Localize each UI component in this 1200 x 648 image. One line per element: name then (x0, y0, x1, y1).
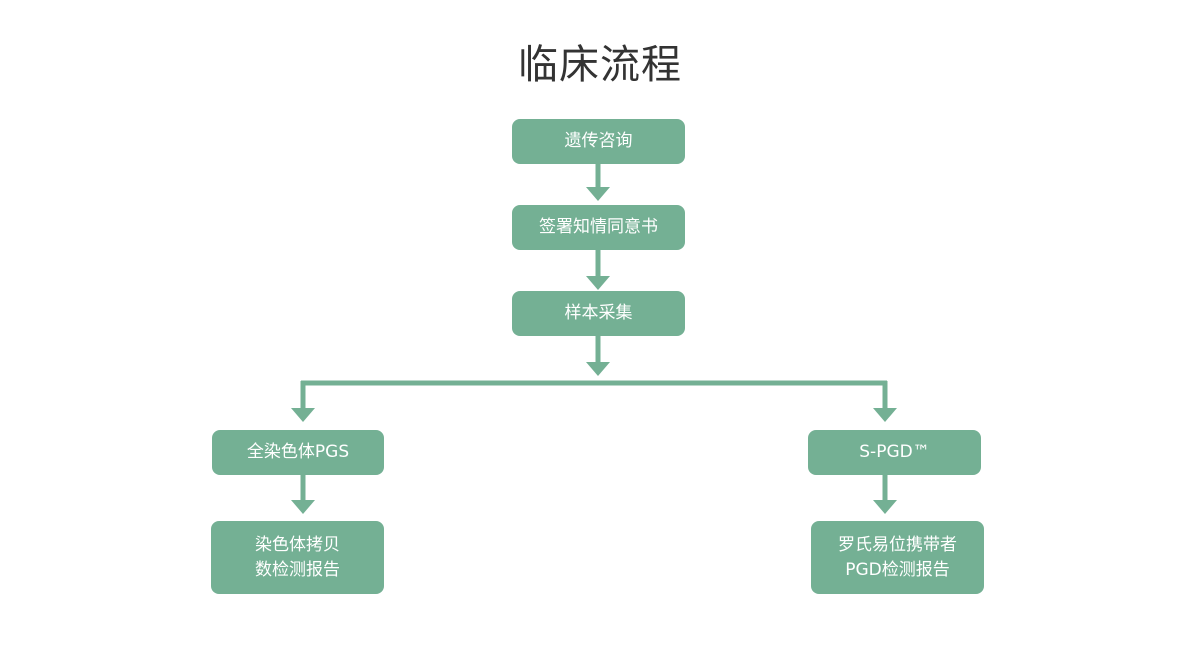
arrowhead-pgs-report (291, 500, 315, 514)
step-pgs: 全染色体PGS (212, 430, 384, 475)
step-spgd-label: S-PGD™ (859, 442, 930, 462)
step-pgs-report: 染色体拷贝 数检测报告 (211, 521, 384, 594)
step-pgs-report-line-2: 数检测报告 (255, 559, 340, 580)
step-pgs-report-line-1: 染色体拷贝 (255, 534, 340, 555)
arrowhead-pgs (291, 408, 315, 422)
arrowhead-spgd (873, 408, 897, 422)
arrowhead-spgd-report (873, 500, 897, 514)
arrowhead-consent (586, 187, 610, 201)
page-title: 临床流程 (518, 42, 682, 88)
step-informed-consent: 签署知情同意书 (512, 205, 685, 250)
step-pgs-label: 全染色体PGS (246, 442, 350, 462)
step-sample-collection: 样本采集 (512, 291, 685, 336)
arrowhead-branch (586, 362, 610, 376)
step-genetic-counseling-label: 遗传咨询 (564, 131, 633, 151)
step-spgd: S-PGD™ (808, 430, 981, 475)
step-spgd-report-line-1: 罗氏易位携带者 (838, 534, 957, 555)
arrowhead-sampling (586, 276, 610, 290)
step-sample-collection-label: 样本采集 (564, 303, 633, 323)
step-spgd-report: 罗氏易位携带者 PGD检测报告 (811, 521, 984, 594)
step-spgd-report-line-2: PGD检测报告 (845, 559, 950, 580)
step-informed-consent-label: 签署知情同意书 (539, 217, 658, 237)
step-genetic-counseling: 遗传咨询 (512, 119, 685, 164)
